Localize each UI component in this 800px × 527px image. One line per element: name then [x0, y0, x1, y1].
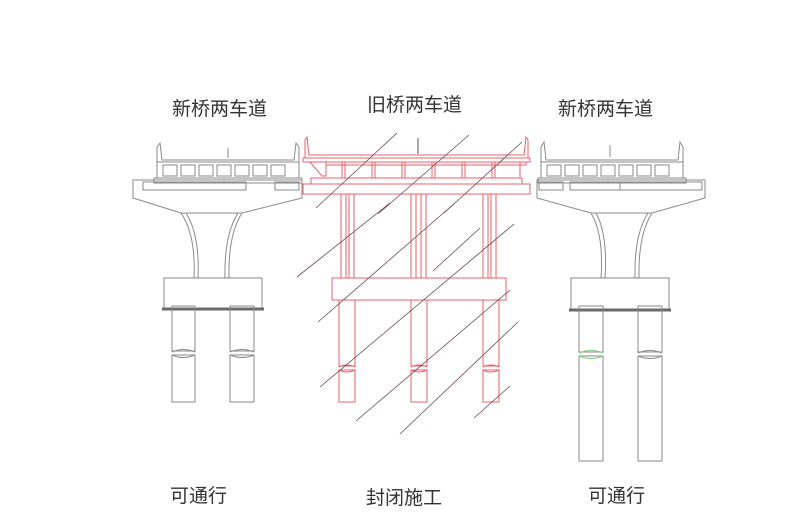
- center-bridge-status: 封闭施工: [366, 487, 443, 509]
- center-columns: [340, 193, 497, 279]
- center-piles: [338, 299, 500, 403]
- left-pier-column: [180, 212, 243, 279]
- left-piles: [171, 305, 255, 403]
- left-new-bridge: [132, 141, 303, 403]
- right-pier-cap: [536, 179, 706, 214]
- left-bridge-title: 新桥两车道: [172, 98, 268, 120]
- right-new-bridge: [536, 140, 706, 462]
- center-old-bridge: [302, 135, 531, 403]
- left-pile-cap: [163, 277, 263, 309]
- right-bridge-status: 可通行: [588, 485, 646, 507]
- left-deck: [153, 141, 303, 184]
- left-pier-cap: [132, 179, 303, 214]
- right-bridge-title: 新桥两车道: [558, 98, 654, 120]
- right-pier-column: [590, 212, 653, 279]
- right-pile-cap: [570, 277, 670, 310]
- closure-hatch-lines: [296, 132, 523, 435]
- center-bridge-title: 旧桥两车道: [367, 94, 463, 116]
- right-piles: [578, 305, 663, 462]
- center-tie-beam: [331, 277, 507, 301]
- right-deck: [537, 140, 687, 184]
- center-deck: [302, 135, 531, 178]
- left-bridge-status: 可通行: [170, 485, 228, 507]
